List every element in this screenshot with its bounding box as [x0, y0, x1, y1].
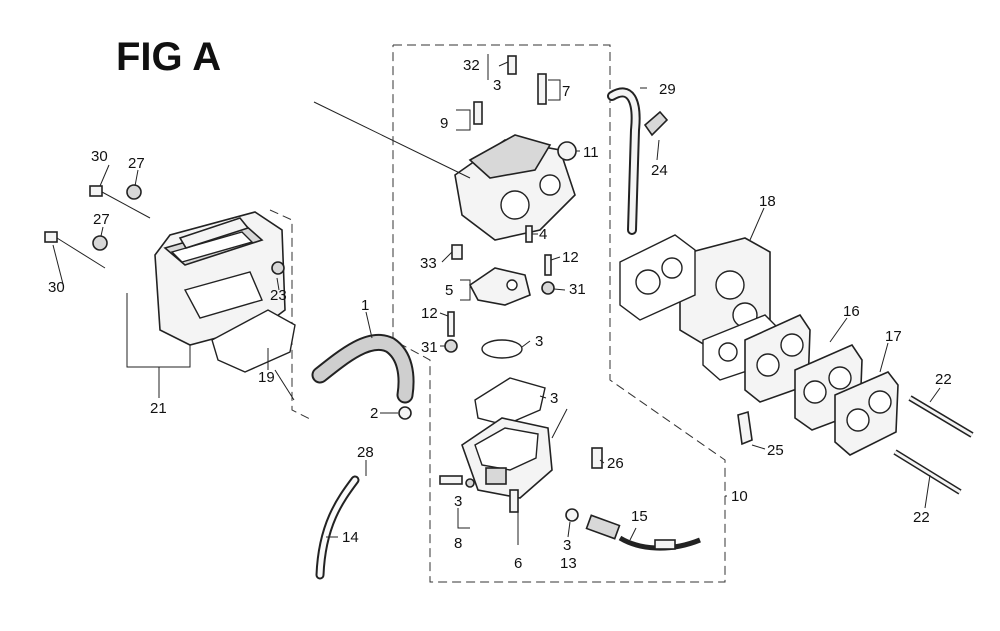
air-cleaner-gasket — [211, 309, 296, 373]
float-gasket-ring — [481, 339, 523, 359]
drain-tube — [315, 475, 360, 580]
callout-1: 1 — [361, 297, 369, 314]
callout-4: 4 — [539, 226, 547, 243]
nut-upper — [126, 184, 142, 200]
callout-31-right: 31 — [569, 281, 586, 298]
air-cleaner-grommet — [271, 261, 285, 275]
needle-valve-33 — [451, 244, 463, 260]
callout-11: 11 — [583, 144, 599, 161]
main-jet-12-left — [447, 311, 455, 337]
callout-27-lower: 27 — [93, 211, 110, 228]
callout-3-top: 3 — [493, 77, 501, 94]
callout-3-gasket: 3 — [550, 390, 558, 407]
o-ring-31-left — [444, 339, 458, 353]
callout-26: 26 — [607, 455, 624, 472]
callout-13: 13 — [560, 555, 577, 572]
bolt-upper — [89, 185, 151, 219]
callout-21: 21 — [150, 400, 167, 417]
callout-16: 16 — [843, 303, 860, 320]
callout-32: 32 — [463, 57, 480, 74]
gasket-17 — [834, 371, 899, 456]
fuel-cut-solenoid — [585, 514, 701, 551]
callout-33: 33 — [420, 255, 437, 272]
callout-31-left: 31 — [421, 339, 438, 356]
float-bowl-gasket — [474, 377, 546, 426]
carburetor-assembly-boundary — [392, 44, 726, 583]
insulator-18 — [679, 237, 771, 346]
callout-2: 2 — [370, 405, 378, 422]
gasket-16 — [744, 313, 811, 403]
callouts: 30 27 27 30 21 19 23 1 2 28 14 32 3 7 9 … — [48, 57, 952, 572]
figure-title: FIG A — [116, 35, 221, 79]
tube-clip — [398, 406, 412, 420]
float-bowl — [461, 417, 553, 513]
callout-22-upper: 22 — [935, 371, 952, 388]
screw-26 — [591, 447, 603, 469]
callout-15: 15 — [631, 508, 648, 525]
callout-18: 18 — [759, 193, 776, 210]
callout-6: 6 — [514, 555, 522, 572]
nut-lower — [92, 235, 108, 251]
washer-13 — [565, 508, 579, 522]
carburetor-body — [454, 134, 576, 241]
callout-12-left: 12 — [421, 305, 438, 322]
callout-3-washer: 3 — [563, 537, 571, 554]
callout-14: 14 — [342, 529, 359, 546]
drain-screw-8 — [439, 475, 463, 485]
callout-19: 19 — [258, 369, 275, 386]
callout-3-drain: 3 — [454, 493, 462, 510]
air-cleaner-case — [154, 211, 286, 346]
callout-9: 9 — [440, 115, 448, 132]
o-ring-31-right — [541, 281, 555, 295]
adjust-screw-7 — [537, 73, 547, 105]
screw-upper-left — [473, 101, 483, 125]
callout-28: 28 — [357, 444, 374, 461]
callout-10: 10 — [731, 488, 748, 505]
callout-5: 5 — [445, 282, 453, 299]
callout-8: 8 — [454, 535, 462, 552]
callout-22-lower: 22 — [913, 509, 930, 526]
callout-29: 29 — [659, 81, 676, 98]
bolt-lower — [44, 231, 106, 269]
callout-12-right: 12 — [562, 249, 579, 266]
callout-3-ring: 3 — [535, 333, 543, 350]
breather-tube-fill — [313, 335, 413, 402]
float-assembly — [468, 267, 531, 306]
tube-clamp-24 — [643, 110, 669, 137]
callout-24: 24 — [651, 162, 668, 179]
callout-27-upper: 27 — [128, 155, 145, 172]
callout-23: 23 — [270, 287, 287, 304]
seal-ring — [557, 141, 577, 161]
drain-washer — [465, 478, 475, 488]
callout-7: 7 — [562, 83, 570, 100]
jet-4 — [525, 225, 533, 243]
callout-30-lower: 30 — [48, 279, 65, 296]
screw-32 — [507, 55, 517, 75]
clip-25 — [737, 410, 753, 446]
callout-25: 25 — [767, 442, 784, 459]
gasket-large — [619, 234, 696, 321]
callout-17: 17 — [885, 328, 902, 345]
callout-30-upper: 30 — [91, 148, 108, 165]
air-cleaner-boundary — [269, 209, 313, 421]
main-jet-12 — [544, 254, 552, 276]
leader-lines — [52, 54, 941, 545]
